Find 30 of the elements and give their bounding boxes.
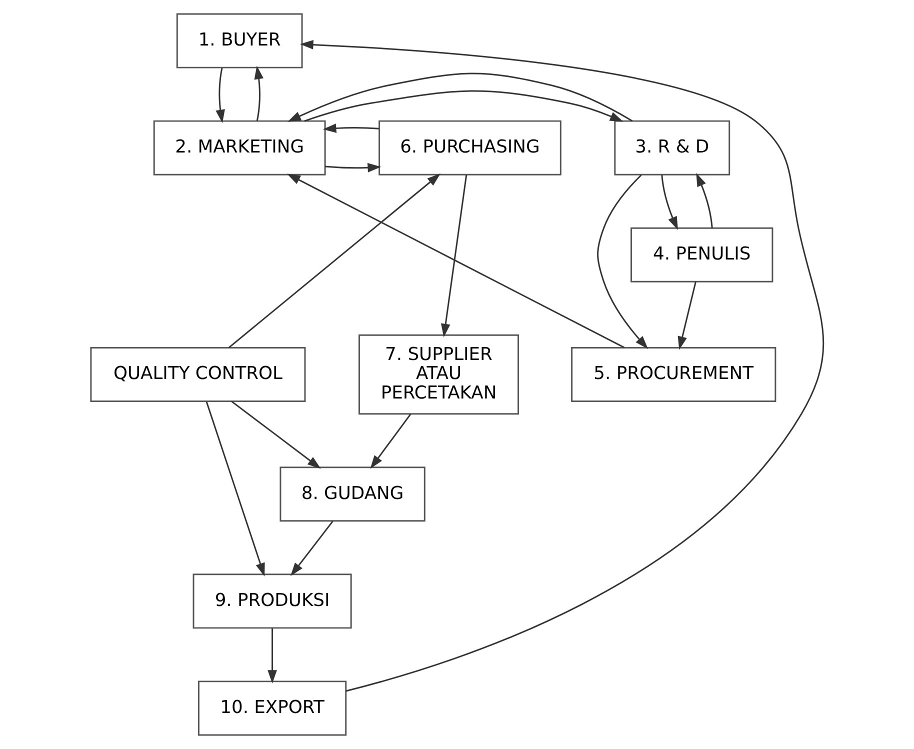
node-box: 7. SUPPLIER ATAU PERCETAKAN (358, 334, 519, 415)
arrow (254, 66, 264, 122)
node-box: 3. R & D (614, 120, 730, 176)
arrow (228, 174, 440, 348)
node-box: 2. MARKETING (152, 120, 326, 176)
node-box: QUALITY CONTROL (90, 347, 306, 402)
arrow (440, 174, 467, 338)
arrow (696, 172, 712, 228)
arrow (287, 72, 632, 122)
arrow (267, 628, 276, 684)
arrow (322, 124, 378, 133)
arrow (230, 400, 320, 469)
arrow (286, 174, 624, 348)
node-box: 8. GUDANG (279, 466, 425, 522)
arrow (290, 520, 333, 576)
arrow (370, 414, 411, 469)
arrow (677, 281, 696, 350)
arrow (215, 68, 224, 124)
node-box: 9. PRODUKSI (192, 574, 352, 629)
node-box: 4. PENULIS (630, 227, 773, 282)
node-box: 6. PURCHASING (378, 120, 561, 176)
arrow (660, 174, 678, 230)
node-box: 5. PROCUREMENT (570, 347, 776, 402)
node-box: 10. EXPORT (197, 680, 346, 736)
arrow (596, 174, 648, 350)
arrow (324, 162, 381, 172)
node-box: 1. BUYER (176, 13, 302, 68)
arrow (304, 90, 623, 122)
arrow (299, 40, 824, 692)
arrow (205, 401, 264, 576)
